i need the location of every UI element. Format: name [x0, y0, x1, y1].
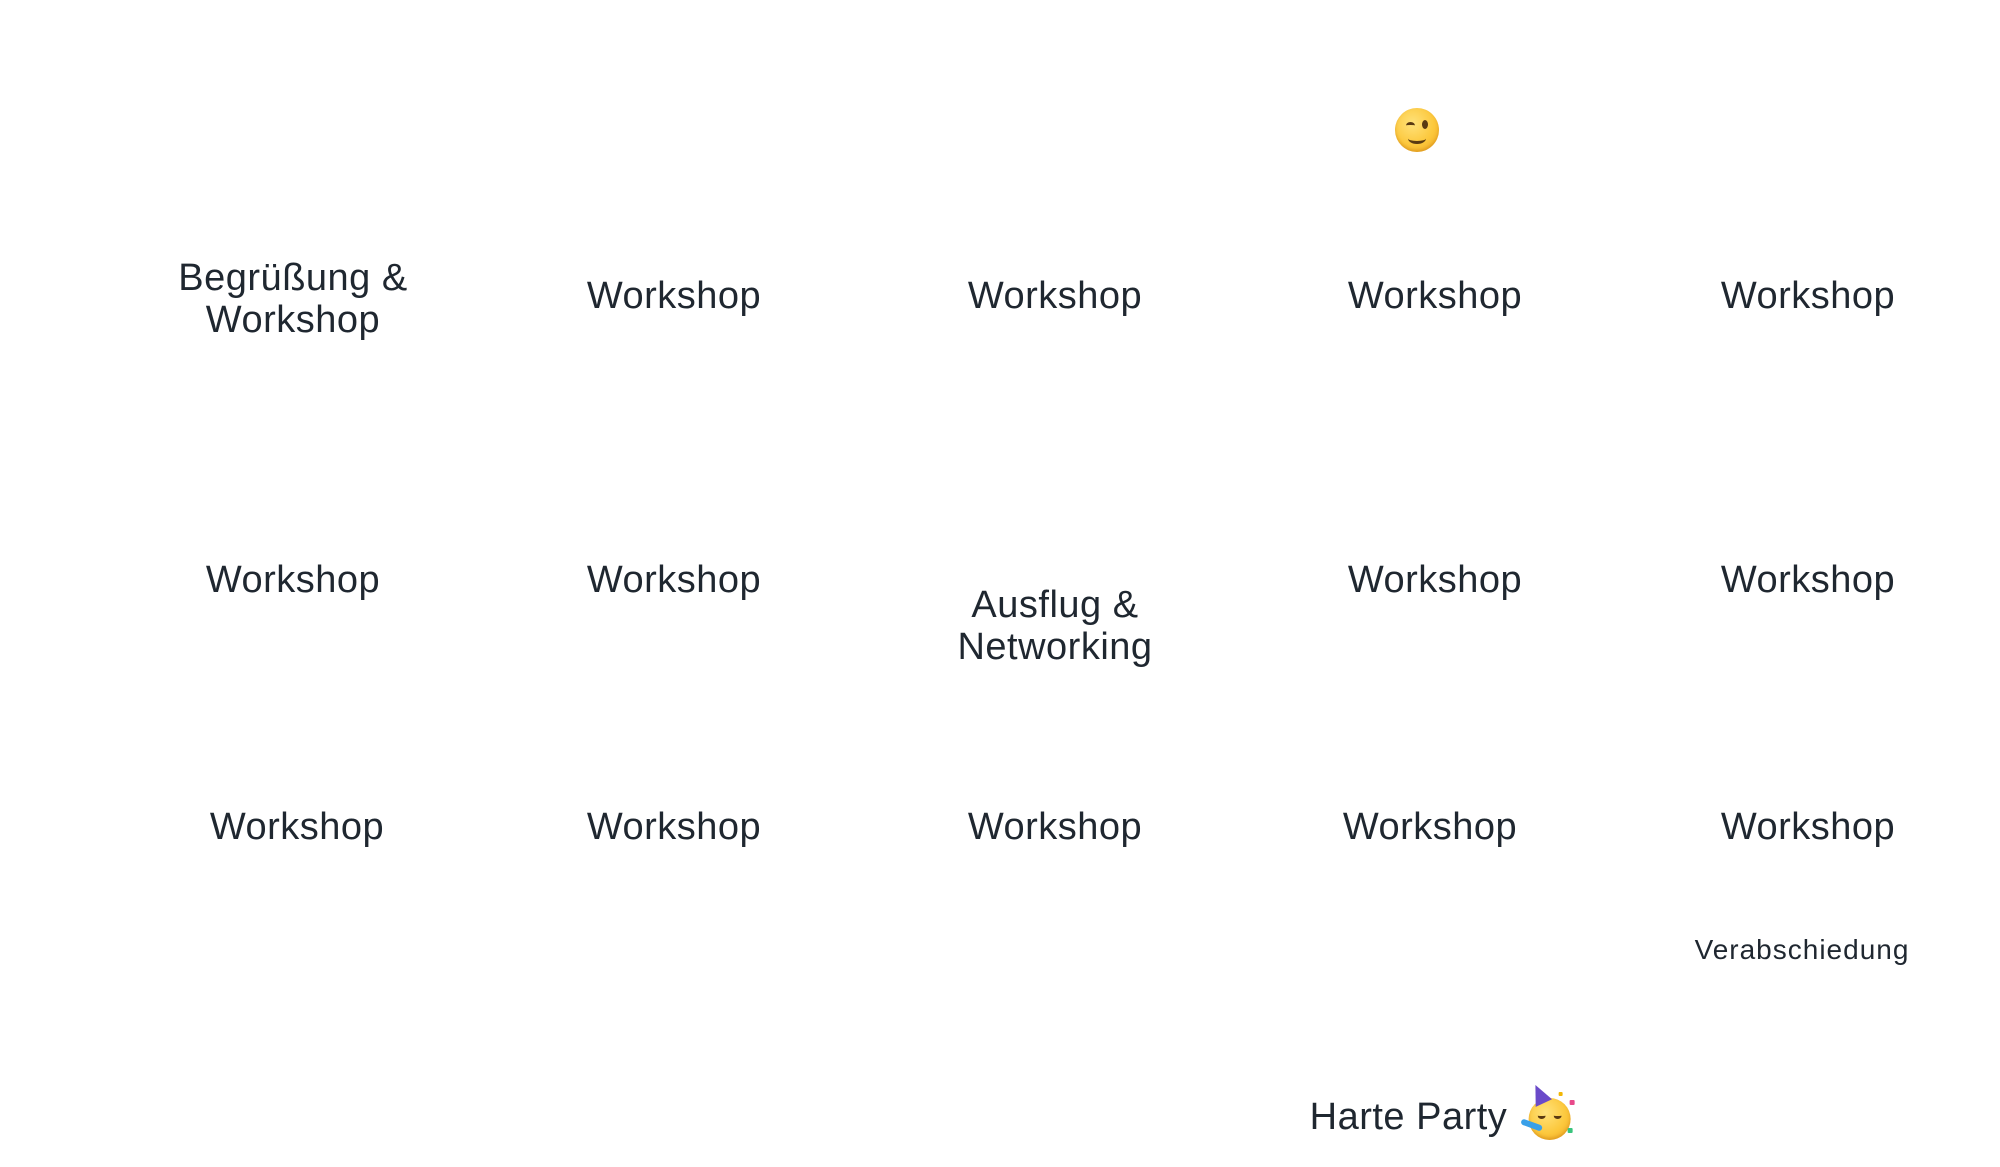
cell-line: Workshop: [205, 299, 381, 341]
winking-face-icon: [1395, 108, 1439, 152]
cell-row2-col2: Workshop: [586, 559, 762, 601]
cell-row3-col4: Workshop: [1342, 806, 1518, 848]
party-label: Harte Party: [1309, 1096, 1508, 1139]
cell-row1-col5: Workshop: [1720, 275, 1896, 317]
partying-face-icon: [1520, 1081, 1575, 1140]
farewell-label: Verabschiedung: [1694, 934, 1910, 965]
cell-row2-col5: Workshop: [1720, 559, 1896, 601]
cell-line: Networking: [957, 626, 1153, 668]
cell-row1-col3: Workshop: [967, 275, 1143, 317]
cell-line: Ausflug &: [971, 584, 1139, 626]
party-row: Harte Party: [1309, 1081, 1575, 1140]
cell-row3-col1: Workshop: [209, 806, 385, 848]
cell-row2-col3: Ausflug & Networking: [957, 584, 1152, 668]
cell-row1-col4: Workshop: [1347, 275, 1523, 317]
cell-row1-col1: Begrüßung & Workshop: [178, 257, 407, 341]
cell-row3-col3: Workshop: [967, 806, 1143, 848]
cell-row3-col2: Workshop: [586, 806, 762, 848]
cell-row2-col1: Workshop: [205, 559, 381, 601]
cell-row3-col5: Workshop: [1720, 806, 1896, 848]
cell-row2-col4: Workshop: [1347, 559, 1523, 601]
cell-row1-col2: Workshop: [586, 275, 762, 317]
cell-line: Begrüßung &: [178, 257, 408, 299]
